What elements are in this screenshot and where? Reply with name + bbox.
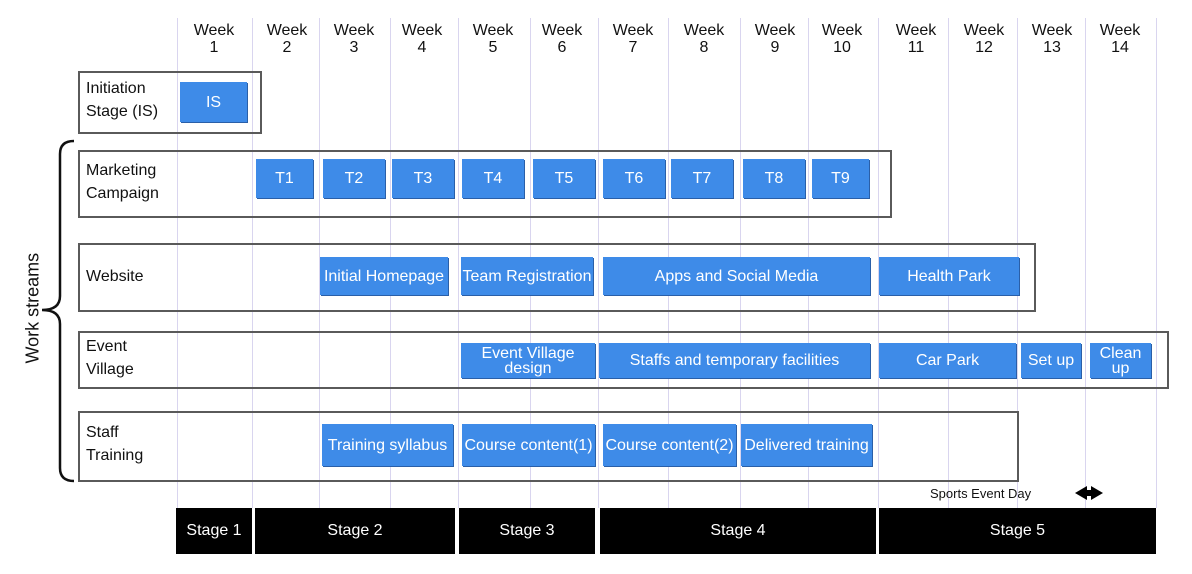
- task-delivered-training: Delivered training: [741, 424, 872, 466]
- task-course-content-1: Course content(1): [462, 424, 595, 466]
- stage-4: Stage 4: [600, 508, 876, 554]
- week-header: Week 12: [963, 22, 1005, 56]
- week-header: Week 1: [193, 22, 235, 56]
- task-t8: T8: [743, 159, 805, 198]
- stage-2: Stage 2: [255, 508, 455, 554]
- task-t1: T1: [256, 159, 313, 198]
- stage-5: Stage 5: [879, 508, 1156, 554]
- task-t2: T2: [323, 159, 385, 198]
- grid-line: [252, 18, 253, 508]
- week-header: Week 9: [754, 22, 796, 56]
- grid-line: [878, 18, 879, 508]
- row-label-event-village: Event Village: [86, 338, 134, 378]
- task-t5: T5: [533, 159, 595, 198]
- week-header: Week 3: [333, 22, 375, 56]
- task-team-registration: Team Registration: [461, 257, 593, 295]
- task-course-content-2: Course content(2): [603, 424, 736, 466]
- grid-line: [319, 18, 320, 508]
- task-is: IS: [180, 82, 247, 122]
- row-website: [78, 243, 1036, 312]
- task-health-park: Health Park: [879, 257, 1019, 295]
- row-marketing: [78, 150, 892, 218]
- sports-event-day-label: Sports Event Day: [930, 486, 1032, 501]
- grid-line: [1085, 18, 1086, 508]
- grid-line: [177, 18, 178, 508]
- row-label-initiation: Initiation Stage (IS): [86, 80, 159, 120]
- row-label-staff-training: Staff Training: [86, 424, 144, 464]
- task-t9: T9: [812, 159, 869, 198]
- row-label-marketing: Marketing Campaign: [86, 162, 159, 202]
- task-training-syllabus: Training syllabus: [322, 424, 453, 466]
- week-header: Week 14: [1099, 22, 1141, 56]
- row-label-website: Website: [86, 268, 144, 285]
- task-car-park: Car Park: [879, 343, 1016, 378]
- task-initial-homepage: Initial Homepage: [320, 257, 448, 295]
- milestone-diamond-icon: [1075, 486, 1103, 500]
- task-t6: T6: [603, 159, 665, 198]
- grid-line: [458, 18, 459, 508]
- row-event-village: [78, 331, 1169, 389]
- task-staffs-facilities: Staffs and temporary facilities: [599, 343, 870, 378]
- task-set-up: Set up: [1021, 343, 1081, 378]
- task-t4: T4: [462, 159, 524, 198]
- week-header: Week 6: [541, 22, 583, 56]
- week-header: Week 7: [612, 22, 654, 56]
- grid-line: [1156, 18, 1157, 508]
- week-header: Week 8: [683, 22, 725, 56]
- task-clean-up: Clean up: [1090, 343, 1151, 378]
- week-header: Week 13: [1031, 22, 1073, 56]
- week-header: Week 5: [472, 22, 514, 56]
- row-initiation: [78, 71, 262, 134]
- week-header: Week 4: [401, 22, 443, 56]
- row-staff-training: [78, 411, 1019, 482]
- stage-1: Stage 1: [176, 508, 252, 554]
- grid-line: [598, 18, 599, 508]
- task-event-village-design: Event Village design: [461, 343, 595, 378]
- task-t7: T7: [671, 159, 733, 198]
- stage-3: Stage 3: [459, 508, 595, 554]
- week-header: Week 2: [266, 22, 308, 56]
- task-apps-social-media: Apps and Social Media: [603, 257, 870, 295]
- task-t3: T3: [392, 159, 454, 198]
- week-header: Week 10: [821, 22, 863, 56]
- week-header: Week 11: [895, 22, 937, 56]
- brace-icon: [41, 139, 75, 483]
